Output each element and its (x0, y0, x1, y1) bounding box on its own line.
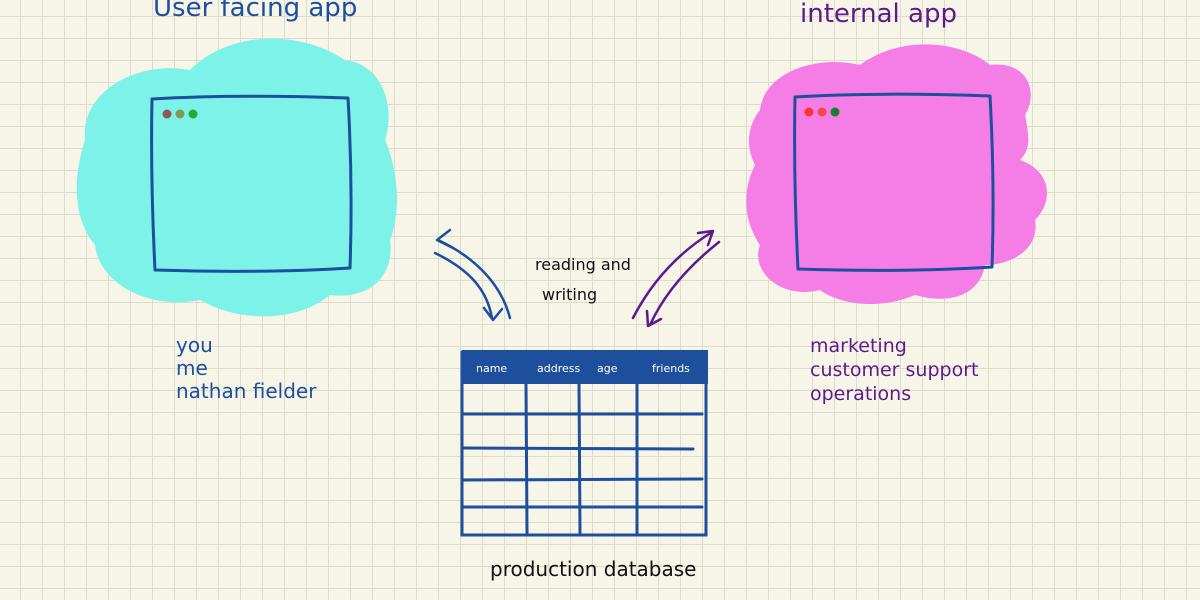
internal-app-user-1: marketing (810, 335, 907, 357)
internal-app-blob (746, 44, 1047, 305)
window-dot-3 (188, 109, 198, 119)
user-app-title: User facing app (153, 0, 357, 23)
internal-app-window-icon (793, 92, 995, 272)
internal-app-user-2: customer support (810, 359, 978, 381)
database-label: production database (490, 557, 696, 581)
user-app-user-2: me (176, 356, 208, 380)
window-dot-2 (817, 107, 827, 117)
column-address: address (537, 362, 580, 375)
reading-writing-label-line1: reading and (535, 255, 631, 274)
table-header (462, 350, 708, 384)
double-arrow-icon (433, 228, 512, 322)
user-app-window-icon (150, 94, 353, 273)
user-app-blob (76, 38, 397, 317)
internal-app-title: internal app (800, 0, 957, 29)
user-app-group: User facing app you me nathan fielder (76, 0, 397, 403)
reading-writing-label-line2: writing (542, 285, 597, 304)
column-age: age (597, 362, 618, 375)
internal-app-user-3: operations (810, 383, 911, 405)
window-dot-1 (162, 109, 172, 119)
window-dot-3 (830, 107, 840, 117)
database-table-icon: name address age friends (460, 350, 708, 537)
double-arrow-icon (631, 229, 721, 328)
column-name: name (476, 362, 507, 375)
window-dot-1 (804, 107, 814, 117)
user-app-user-3: nathan fielder (176, 379, 317, 403)
internal-app-group: internal app marketing customer support … (746, 0, 1047, 405)
user-app-user-1: you (176, 333, 213, 357)
window-dot-2 (175, 109, 185, 119)
column-friends: friends (652, 362, 690, 375)
